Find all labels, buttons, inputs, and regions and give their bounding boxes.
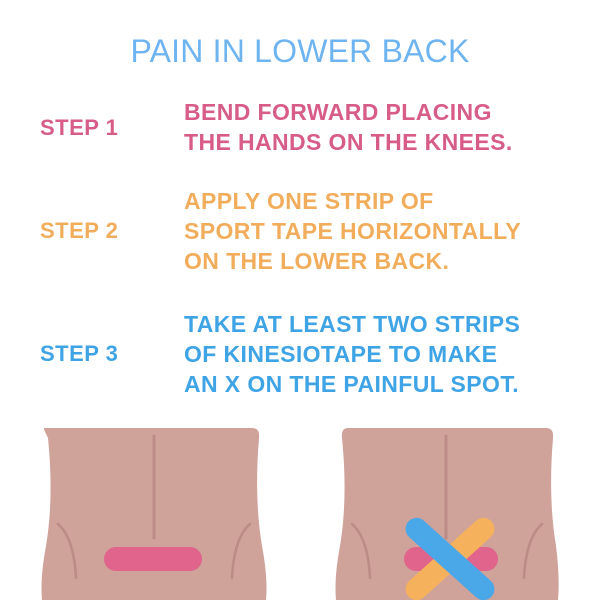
step-1-line-1: BEND FORWARD PLACING — [184, 99, 492, 125]
back-with-horizontal-tape-icon — [41, 428, 267, 600]
step-3-line-1: TAKE AT LEAST TWO STRIPS — [184, 311, 521, 337]
waist-crease-left — [350, 522, 372, 580]
back-illustration-left — [38, 428, 270, 600]
waist-crease-left — [56, 522, 78, 580]
step-2-line-3: ON THE LOWER BACK. — [184, 248, 450, 274]
back-illustration-right — [330, 428, 562, 600]
back-with-x-tape-icon — [335, 428, 559, 600]
step-3-line-3: AN X ON THE PAINFUL SPOT. — [184, 371, 520, 397]
diagonal-tape-strip-blue — [405, 517, 495, 600]
step-3-label: STEP 3 — [40, 341, 119, 366]
page-title: PAIN IN LOWER BACK — [130, 33, 470, 69]
step-2-line-2: SPORT TAPE HORIZONTALLY — [184, 218, 522, 244]
horizontal-tape-strip — [104, 547, 202, 571]
step-1-label: STEP 1 — [40, 115, 119, 140]
step-2-text: APPLY ONE STRIP OF SPORT TAPE HORIZONTAL… — [184, 186, 584, 276]
waist-crease-right — [522, 522, 544, 580]
step-2-label: STEP 2 — [40, 218, 119, 243]
waist-crease-right — [230, 522, 252, 580]
step-1-line-2: THE HANDS ON THE KNEES. — [184, 129, 513, 155]
step-2-line-1: APPLY ONE STRIP OF — [184, 188, 434, 214]
step-3-text: TAKE AT LEAST TWO STRIPS OF KINESIOTAPE … — [184, 309, 584, 399]
step-1-text: BEND FORWARD PLACING THE HANDS ON THE KN… — [184, 97, 584, 157]
step-3-line-2: OF KINESIOTAPE TO MAKE — [184, 341, 498, 367]
